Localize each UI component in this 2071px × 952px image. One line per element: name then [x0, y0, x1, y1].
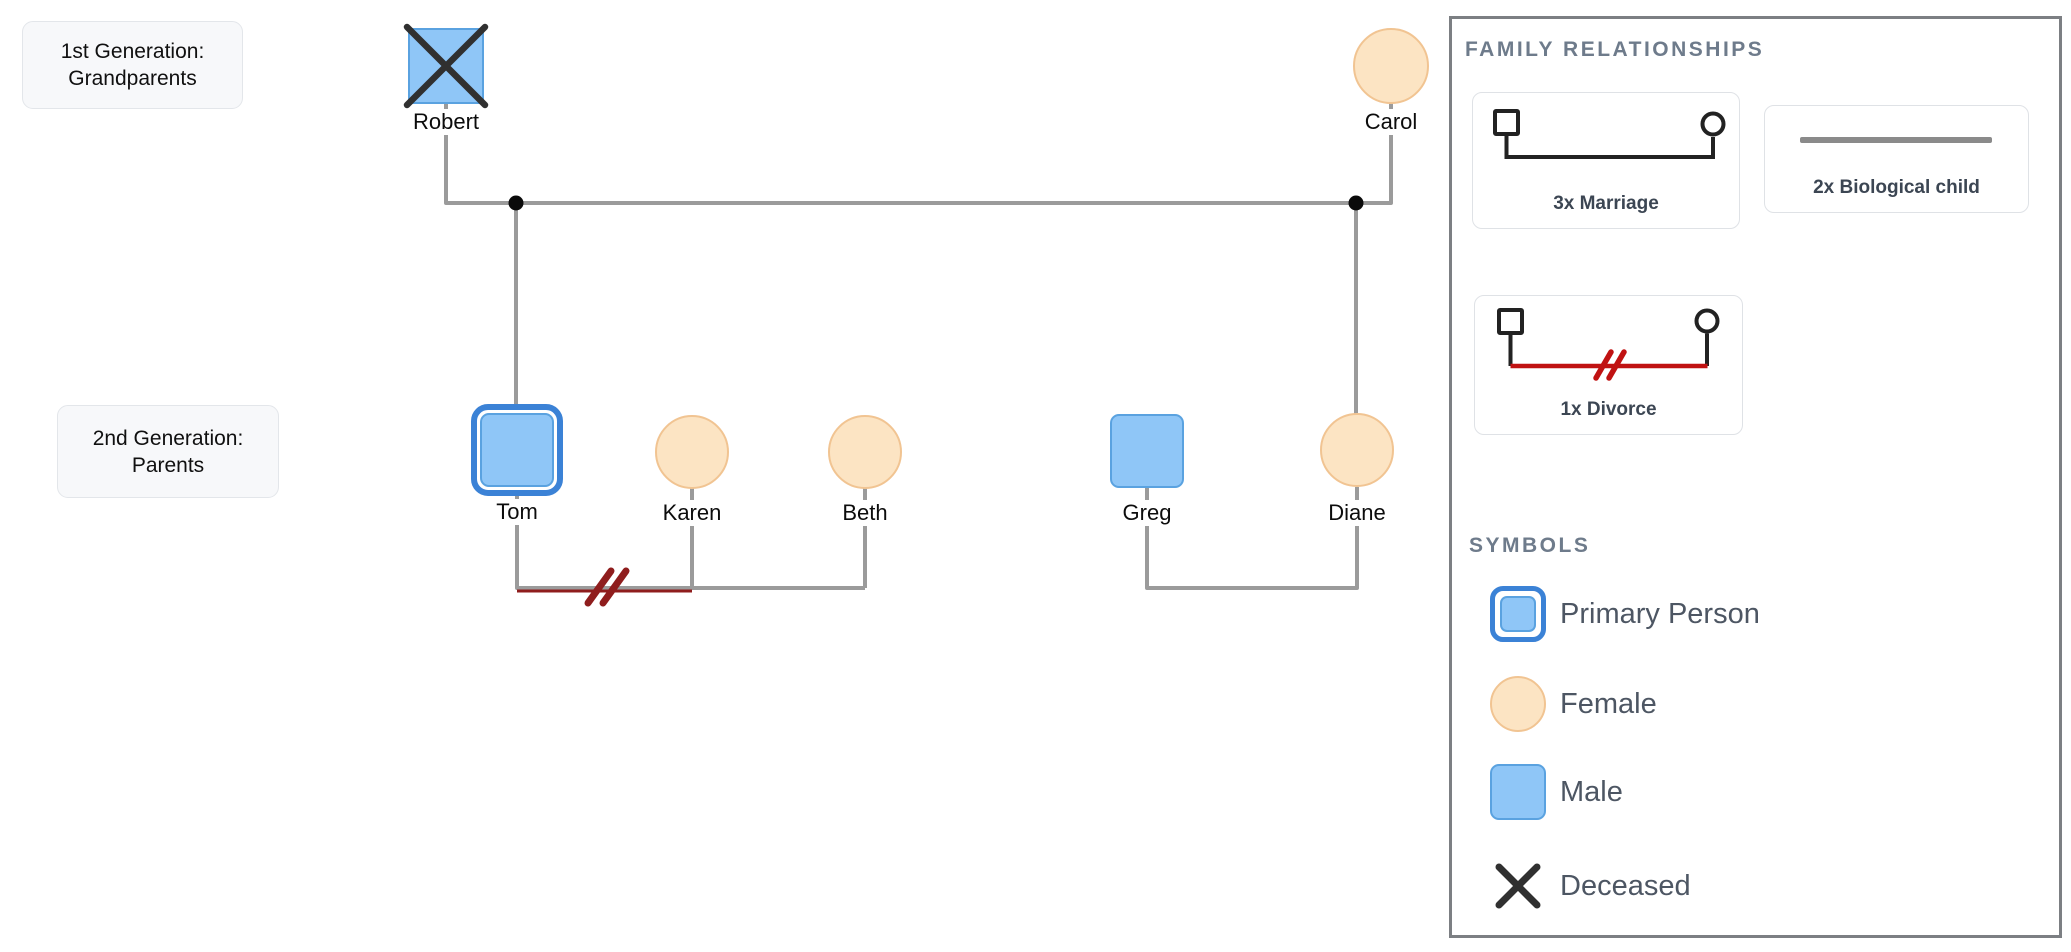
marriage-line-icon	[1493, 109, 1726, 159]
primary-person-inner-square	[1500, 596, 1536, 632]
genogram-canvas: 1st Generation: Grandparents 2nd Generat…	[22, 21, 1429, 607]
person-node-diane[interactable]	[1320, 413, 1394, 487]
generation-label-line: Parents	[131, 453, 205, 477]
symbol-label-deceased: Deceased	[1560, 869, 1691, 902]
biological-child-line-icon	[1800, 137, 1992, 143]
legend-card-marriage: 3x Marriage	[1472, 92, 1740, 229]
person-label-karen: Karen	[657, 500, 727, 526]
legend-card-divorce: 1x Divorce	[1474, 295, 1743, 435]
divorce-card-label: 1x Divorce	[1560, 399, 1657, 420]
person-node-karen[interactable]	[655, 415, 729, 489]
legend-card-biological-child: 2x Biological child	[1764, 105, 2029, 213]
person-label-beth: Beth	[837, 500, 893, 526]
deceased-x-icon	[1490, 858, 1546, 914]
person-node-carol[interactable]	[1353, 28, 1429, 104]
person-node-beth[interactable]	[828, 415, 902, 489]
symbol-row-male: Male	[1490, 764, 1623, 820]
marriage-line-greg-diane	[1145, 486, 1359, 590]
person-node-tom[interactable]	[471, 404, 563, 496]
person-node-robert[interactable]	[403, 23, 489, 109]
biological-child-card-label: 2x Biological child	[1813, 177, 1980, 198]
marriage-line-robert-carol	[444, 102, 1393, 205]
generation-label-line: Grandparents	[68, 67, 197, 90]
generation-label-line: 2nd Generation:	[92, 426, 244, 450]
divorce-line-icon	[1497, 308, 1720, 381]
symbol-row-female: Female	[1490, 676, 1657, 732]
deceased-x-icon	[403, 23, 489, 109]
junction-dots	[508, 195, 1364, 211]
symbol-row-primary-person: Primary Person	[1490, 586, 1760, 642]
legend-relationships-title: FAMILY RELATIONSHIPS	[1465, 38, 1765, 61]
legend-panel: FAMILY RELATIONSHIPS 3x Marriage 2x Biol…	[1449, 16, 2062, 938]
symbol-label-female: Female	[1560, 687, 1657, 720]
generation-label-line: 1st Generation:	[60, 40, 205, 63]
legend-symbols-title: SYMBOLS	[1469, 534, 1591, 557]
symbol-label-primary-person: Primary Person	[1560, 597, 1760, 630]
male-icon	[1490, 764, 1546, 820]
generation-label-1: 1st Generation: Grandparents	[22, 21, 243, 109]
primary-person-inner-square	[480, 413, 554, 487]
primary-person-icon	[1490, 586, 1546, 642]
person-node-greg[interactable]	[1110, 414, 1184, 488]
marriage-card-label: 3x Marriage	[1553, 193, 1659, 214]
person-label-carol: Carol	[1359, 109, 1423, 135]
generation-label-2: 2nd Generation: Parents	[57, 405, 279, 498]
person-label-robert: Robert	[407, 109, 485, 135]
person-label-diane: Diane	[1323, 500, 1391, 526]
person-label-tom: Tom	[491, 499, 543, 525]
person-label-greg: Greg	[1117, 500, 1177, 526]
divorce-line-tom-karen	[517, 567, 692, 607]
female-icon	[1490, 676, 1546, 732]
symbol-label-male: Male	[1560, 775, 1623, 808]
symbol-row-deceased: Deceased	[1490, 858, 1691, 914]
